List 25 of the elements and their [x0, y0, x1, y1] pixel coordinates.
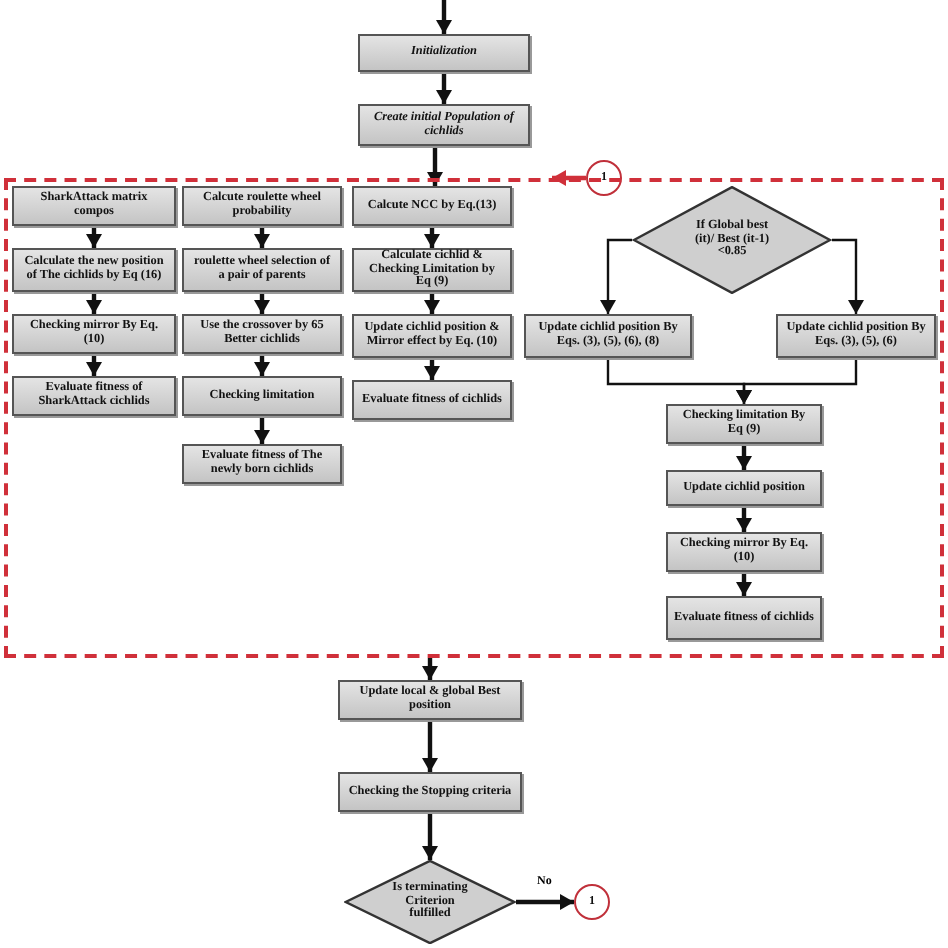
- arrow: [436, 72, 452, 104]
- arrow: [86, 226, 102, 248]
- arrow: [427, 146, 443, 186]
- arrow: [86, 292, 102, 314]
- arrow: [736, 444, 752, 470]
- arrow: [254, 354, 270, 376]
- arrow: [254, 292, 270, 314]
- arrow: [436, 0, 452, 34]
- arrow: [736, 572, 752, 596]
- arrow: [832, 238, 864, 314]
- arrow: [736, 358, 858, 404]
- arrow: [422, 720, 438, 772]
- arrow: [600, 238, 632, 314]
- arrow: [254, 416, 270, 444]
- arrow: [424, 358, 440, 380]
- arrow: [254, 226, 270, 248]
- arrow: [422, 658, 438, 680]
- dashed-region: [4, 178, 944, 658]
- arrow: [552, 170, 586, 186]
- arrow: [424, 292, 440, 314]
- arrow: [736, 506, 752, 532]
- arrow: [86, 354, 102, 376]
- arrow: [424, 226, 440, 248]
- arrow: [516, 894, 574, 910]
- arrow: [422, 812, 438, 860]
